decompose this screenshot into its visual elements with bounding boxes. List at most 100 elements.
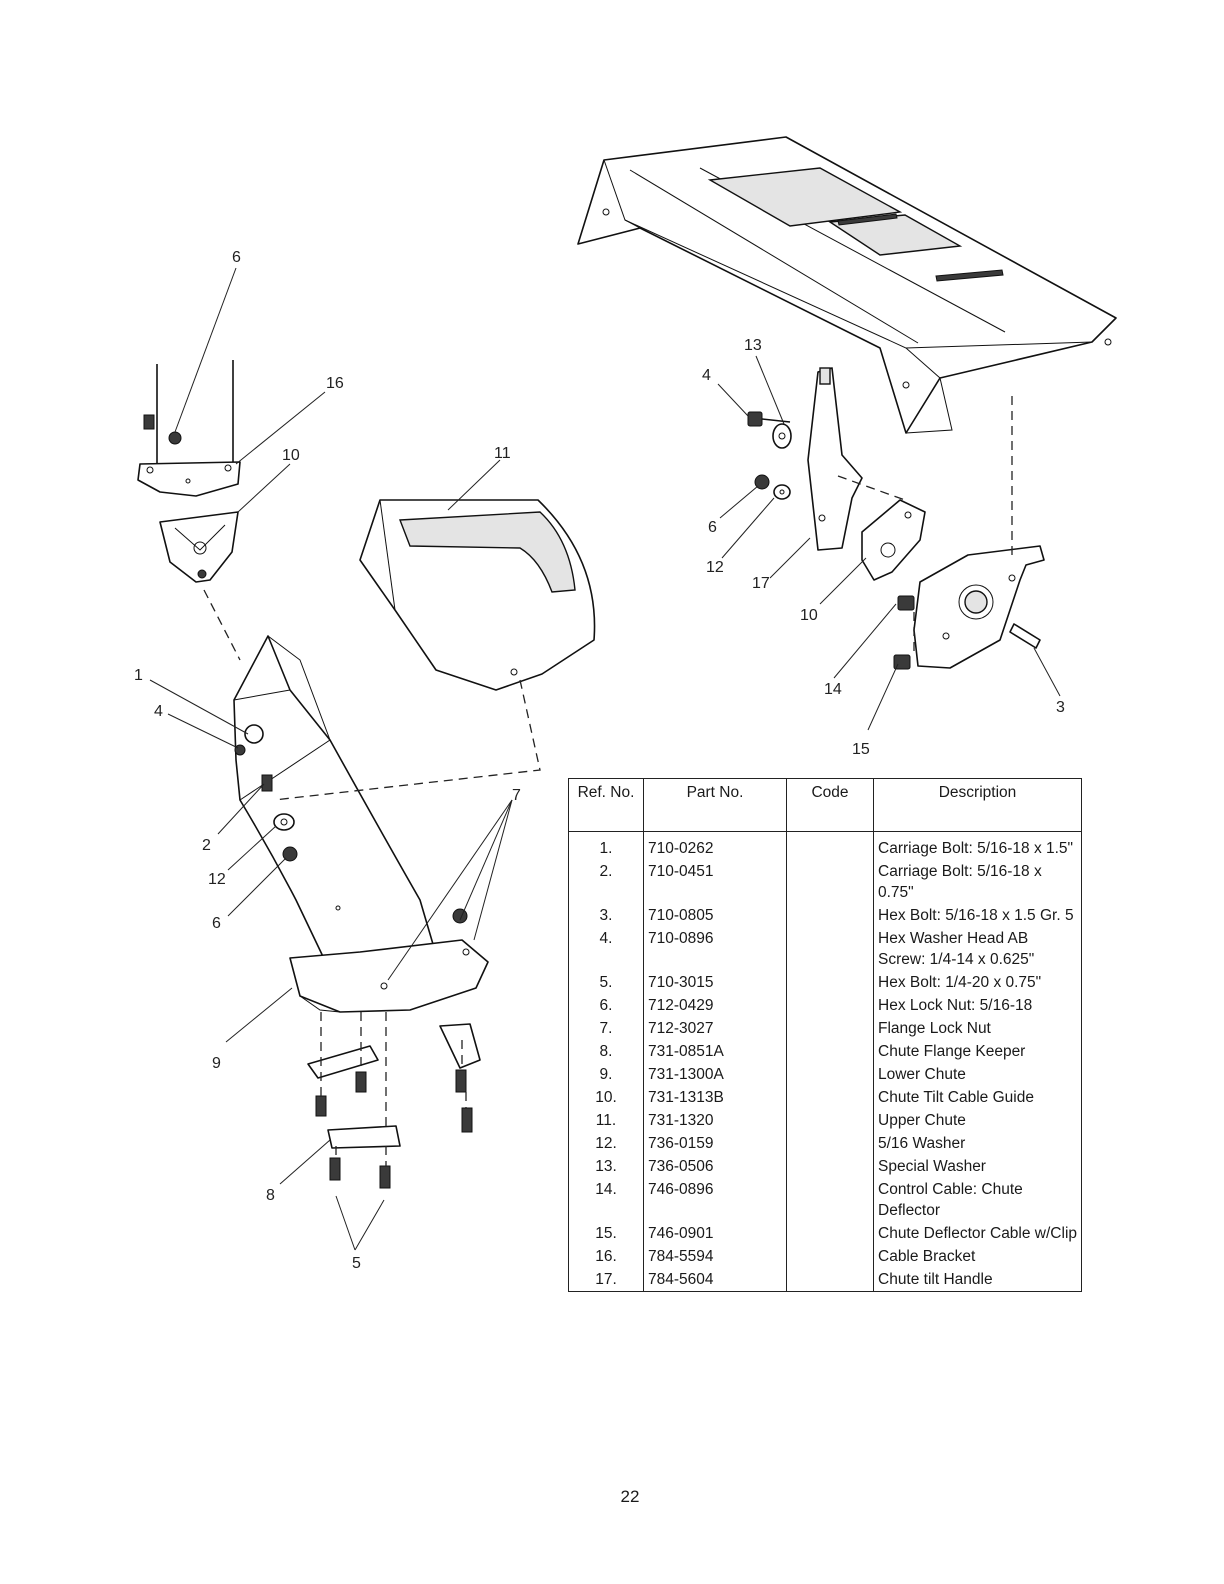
callout-6-top: 6 xyxy=(232,249,241,266)
cable-bracket-plate xyxy=(913,545,1045,669)
cable-guide-right xyxy=(861,499,926,581)
callout-9: 9 xyxy=(212,1055,221,1072)
hardware-left xyxy=(234,744,468,924)
cell-code xyxy=(786,1178,874,1222)
callout-7: 7 xyxy=(512,787,521,804)
table-row: 11.731-1320 Upper Chute xyxy=(568,1109,1082,1132)
cell-part-no: 736-0506 xyxy=(643,1155,787,1178)
cell-part-no: 712-3027 xyxy=(643,1017,787,1040)
callout-5: 5 xyxy=(352,1255,361,1272)
cell-description: Hex Bolt: 5/16-18 x 1.5 Gr. 5 xyxy=(873,904,1082,927)
cell-description: Special Washer xyxy=(873,1155,1082,1178)
header-ref-no: Ref. No. xyxy=(568,778,644,832)
cell-ref-no: 11. xyxy=(568,1109,644,1132)
callout-8: 8 xyxy=(266,1187,275,1204)
upper-chute xyxy=(359,499,596,691)
cell-code xyxy=(786,1086,874,1109)
cell-ref-no: 2. xyxy=(568,860,644,904)
cell-code xyxy=(786,1040,874,1063)
hardware-right xyxy=(747,411,1041,670)
cell-part-no: 784-5604 xyxy=(643,1268,787,1292)
callouts: 6 16 10 11 1 4 2 12 6 7 9 8 5 13 4 6 12 … xyxy=(134,249,1065,1272)
cell-description: Hex Lock Nut: 5/16-18 xyxy=(873,994,1082,1017)
cell-ref-no: 16. xyxy=(568,1245,644,1268)
cell-part-no: 710-0896 xyxy=(643,927,787,971)
cell-ref-no: 4. xyxy=(568,927,644,971)
cell-code xyxy=(786,994,874,1017)
cell-part-no: 746-0896 xyxy=(643,1178,787,1222)
chute-tilt-handle xyxy=(807,367,863,551)
cell-code xyxy=(786,1063,874,1086)
cell-description: Chute tilt Handle xyxy=(873,1268,1082,1292)
cell-ref-no: 5. xyxy=(568,971,644,994)
table-header-row: Ref. No. Part No. Code Description xyxy=(568,778,1082,832)
table-row: 10.731-1313B Chute Tilt Cable Guide xyxy=(568,1086,1082,1109)
cell-ref-no: 7. xyxy=(568,1017,644,1040)
table-row: 7.712-3027 Flange Lock Nut xyxy=(568,1017,1082,1040)
cell-ref-no: 15. xyxy=(568,1222,644,1245)
cell-ref-no: 14. xyxy=(568,1178,644,1222)
callout-2: 2 xyxy=(202,837,211,854)
cell-description: Carriage Bolt: 5/16-18 x 1.5" xyxy=(873,831,1082,860)
header-code: Code xyxy=(786,778,874,832)
cell-part-no: 710-0805 xyxy=(643,904,787,927)
header-part-no: Part No. xyxy=(643,778,787,832)
cell-ref-no: 12. xyxy=(568,1132,644,1155)
cell-part-no: 746-0901 xyxy=(643,1222,787,1245)
table-row: 16.784-5594 Cable Bracket xyxy=(568,1245,1082,1268)
cell-description: Hex Washer Head AB Screw: 1/4-14 x 0.625… xyxy=(873,927,1082,971)
cell-ref-no: 6. xyxy=(568,994,644,1017)
cell-code xyxy=(786,1222,874,1245)
cable-guide-left xyxy=(159,511,239,583)
cell-ref-no: 9. xyxy=(568,1063,644,1086)
cell-description: Control Cable: Chute Deflector xyxy=(873,1178,1082,1222)
callout-6-left: 6 xyxy=(212,915,221,932)
cell-code xyxy=(786,927,874,971)
callout-14: 14 xyxy=(824,681,842,698)
cell-ref-no: 10. xyxy=(568,1086,644,1109)
cell-part-no: 784-5594 xyxy=(643,1245,787,1268)
callout-13: 13 xyxy=(744,337,762,354)
header-description: Description xyxy=(873,778,1082,832)
callout-10-left: 10 xyxy=(282,447,300,464)
cell-description: Hex Bolt: 1/4-20 x 0.75" xyxy=(873,971,1082,994)
table-row: 4.710-0896 Hex Washer Head AB Screw: 1/4-… xyxy=(568,927,1082,971)
cell-description: Flange Lock Nut xyxy=(873,1017,1082,1040)
callout-6-right: 6 xyxy=(708,519,717,536)
leader-lines xyxy=(149,267,1061,1251)
cell-description: Upper Chute xyxy=(873,1109,1082,1132)
cell-code xyxy=(786,1132,874,1155)
cell-description: Cable Bracket xyxy=(873,1245,1082,1268)
cell-part-no: 731-1313B xyxy=(643,1086,787,1109)
assembly-lines xyxy=(203,396,1013,1166)
callout-12-right: 12 xyxy=(706,559,724,576)
frame-housing xyxy=(577,136,1117,434)
cell-ref-no: 3. xyxy=(568,904,644,927)
callout-3: 3 xyxy=(1056,699,1065,716)
cell-description: Chute Flange Keeper xyxy=(873,1040,1082,1063)
cell-description: Chute Tilt Cable Guide xyxy=(873,1086,1082,1109)
callout-1: 1 xyxy=(134,667,143,684)
cell-part-no: 710-0451 xyxy=(643,860,787,904)
cell-part-no: 731-0851A xyxy=(643,1040,787,1063)
cell-part-no: 731-1320 xyxy=(643,1109,787,1132)
table-row: 3.710-0805 Hex Bolt: 5/16-18 x 1.5 Gr. 5 xyxy=(568,904,1082,927)
parts-list-table: Ref. No. Part No. Code Description 1.710… xyxy=(568,778,1082,1292)
cable-bracket xyxy=(137,360,241,497)
cell-code xyxy=(786,1155,874,1178)
cell-code xyxy=(786,1268,874,1292)
callout-10-right: 10 xyxy=(800,607,818,624)
cell-code xyxy=(786,860,874,904)
flange-keepers xyxy=(307,1023,481,1189)
cell-part-no: 731-1300A xyxy=(643,1063,787,1086)
cell-description: 5/16 Washer xyxy=(873,1132,1082,1155)
